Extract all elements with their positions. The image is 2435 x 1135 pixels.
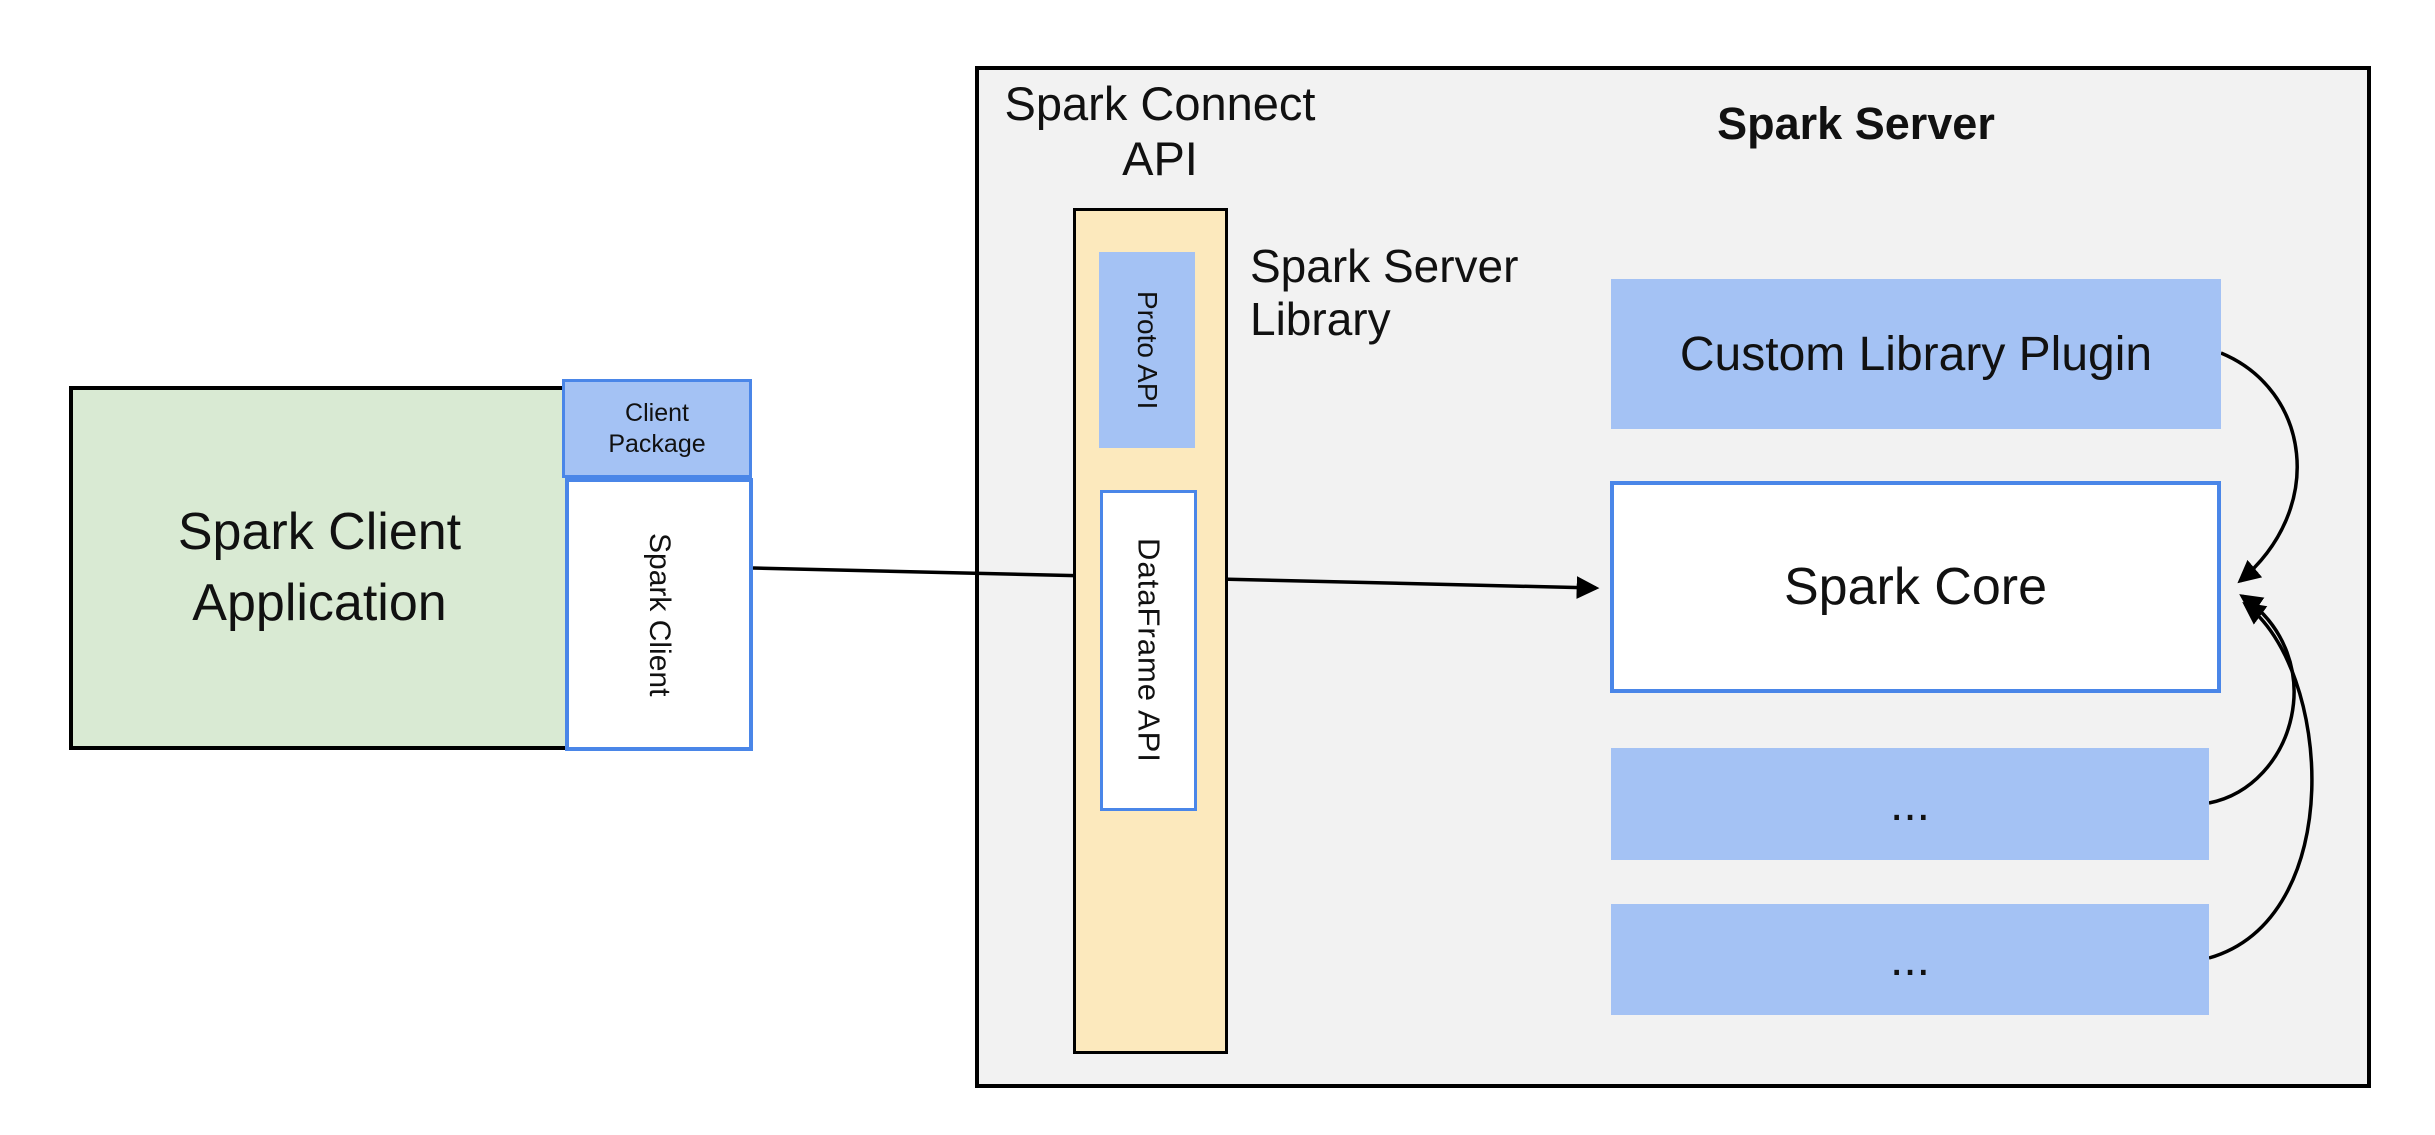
client-package-label: Client Package xyxy=(608,398,706,458)
spark-connect-api-caption: Spark Connect API xyxy=(1004,77,1316,185)
custom-library-plugin-box: Custom Library Plugin xyxy=(1611,279,2221,429)
dataframe-api-label: DataFrame API xyxy=(1131,538,1167,763)
proto-api-box: Proto API xyxy=(1099,252,1195,448)
module-placeholder-box-1: ... xyxy=(1611,748,2209,860)
dataframe-api-box: DataFrame API xyxy=(1100,490,1197,811)
spark-core-box: Spark Core xyxy=(1610,481,2221,693)
spark-server-title: Spark Server xyxy=(1717,98,1995,149)
module-placeholder-label-1: ... xyxy=(1889,777,1930,831)
client-package-box: Client Package xyxy=(562,379,752,478)
spark-client-label: Spark Client xyxy=(643,532,676,697)
spark-core-label: Spark Core xyxy=(1784,558,2047,616)
module-placeholder-box-2: ... xyxy=(1611,904,2209,1015)
spark-client-application-box: Spark Client Application xyxy=(69,386,570,750)
module-placeholder-label-2: ... xyxy=(1889,933,1930,986)
proto-api-label: Proto API xyxy=(1132,290,1163,410)
custom-library-plugin-label: Custom Library Plugin xyxy=(1679,327,2153,381)
spark-client-application-label: Spark Client Application xyxy=(177,503,462,632)
spark-server-library-caption: Spark Server Library xyxy=(1250,240,1519,345)
spark-client-box: Spark Client xyxy=(565,478,753,751)
